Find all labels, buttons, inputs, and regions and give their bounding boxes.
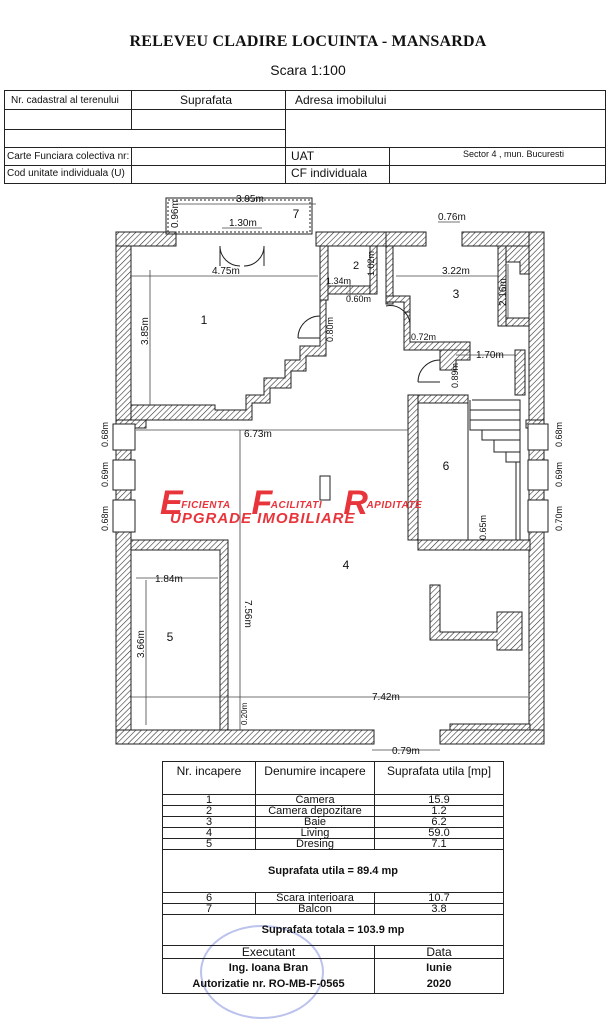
dim-stair-top: 1.70m xyxy=(476,350,504,361)
rooms-table: Nr. incapere Denumire incapere Suprafata… xyxy=(162,761,504,994)
room-6-label: 6 xyxy=(443,459,450,473)
dim-door-072: 0.72m xyxy=(411,332,436,342)
grand-total: Suprafata totala = 103.9 mp xyxy=(162,914,504,946)
scale-label: Scara 1:100 xyxy=(270,62,346,78)
dim-room2-width: 1.34m xyxy=(326,276,351,286)
col-nr-header: Nr. incapere xyxy=(162,761,256,795)
dim-room5-width: 1.84m xyxy=(155,574,183,585)
land-book-label: Carte Funciara colectiva nr: xyxy=(7,151,130,162)
authorization-number: Autorizatie nr. RO-MB-F-0565 xyxy=(192,978,345,990)
room-7-label: 7 xyxy=(293,207,300,221)
doors xyxy=(219,245,441,383)
dim-door-width: 1.30m xyxy=(229,218,257,229)
room-2-label: 2 xyxy=(353,260,359,272)
date-year: 2020 xyxy=(426,978,452,990)
dim-room2-depth: 1.02m xyxy=(366,251,376,276)
dim-room3-width: 3.22m xyxy=(442,266,470,277)
dim-window-right-2: 0.69m xyxy=(554,462,564,487)
dim-room5-depth: 3.66m xyxy=(136,630,147,658)
dim-window-bottom: 0.79m xyxy=(392,746,420,757)
watermark-line-1: EFICIENTA FACILITATI RAPIDITATE xyxy=(160,484,423,522)
dim-window-right-1: 0.68m xyxy=(554,422,564,447)
unit-code-label: Cod unitate individuala (U) xyxy=(7,168,125,179)
dim-wall-020: 0.20m xyxy=(240,702,249,725)
stairs xyxy=(417,399,521,541)
dim-living-width: 6.73m xyxy=(244,429,272,440)
dim-room3-depth: 2.16m xyxy=(498,278,509,306)
balcony xyxy=(165,197,313,235)
dim-living-depth: 7.56m xyxy=(242,600,253,628)
dim-living-bottom: 7.42m xyxy=(372,692,400,703)
room-1-label: 1 xyxy=(201,313,208,327)
room-5-label: 5 xyxy=(167,630,174,644)
dim-room1-width: 4.75m xyxy=(212,266,240,277)
room-4-label: 4 xyxy=(343,558,350,572)
dim-balcony-depth: 0.96m xyxy=(170,200,181,228)
cf-label: CF individuala xyxy=(291,166,368,180)
floor-plan: 3.95m 0.96m 1.30m 0.76m 4.75m 1.34m 1.02… xyxy=(100,194,564,757)
dim-door-060: 0.60m xyxy=(346,294,371,304)
document-title: RELEVEU CLADIRE LOCUINTA - MANSARDA xyxy=(129,33,487,50)
uat-label: UAT xyxy=(291,149,315,163)
executant-label: Executant xyxy=(162,945,375,959)
dim-door-089: 0.89m xyxy=(450,363,460,388)
dim-room1-depth: 3.85m xyxy=(140,317,151,345)
surface-label: Suprafata xyxy=(180,93,233,107)
engineer-name: Ing. Ioana Bran xyxy=(228,962,309,974)
room-3-label: 3 xyxy=(453,287,460,301)
dim-window-left-2: 0.69m xyxy=(100,462,110,487)
interior-walls xyxy=(130,245,531,731)
dim-window-right-3: 0.70m xyxy=(554,506,564,531)
col-area-header: Suprafata utila [mp] xyxy=(374,761,504,795)
cadastral-label: Nr. cadastral al terenului xyxy=(11,95,119,106)
dim-door-080: 0.80m xyxy=(325,317,335,342)
dim-window-top: 0.76m xyxy=(438,212,466,223)
uat-value: Sector 4 , mun. Bucuresti xyxy=(463,149,565,159)
watermark-line-2: UPGRADE IMOBILIARE xyxy=(170,510,356,527)
date-label: Data xyxy=(374,945,504,959)
dim-balcony-width: 3.95m xyxy=(236,194,264,205)
info-table: Nr. cadastral al terenului Suprafata Adr… xyxy=(4,90,606,184)
dim-window-left-1: 0.68m xyxy=(100,422,110,447)
useful-area-total: Suprafata utila = 89.4 mp xyxy=(162,849,504,893)
dim-window-left-3: 0.68m xyxy=(100,506,110,531)
address-label: Adresa imobilului xyxy=(295,93,387,107)
dim-stair-065: 0.65m xyxy=(478,515,488,540)
date-month: Iunie xyxy=(426,962,452,974)
outer-walls xyxy=(115,231,545,745)
col-name-header: Denumire incapere xyxy=(255,761,375,795)
